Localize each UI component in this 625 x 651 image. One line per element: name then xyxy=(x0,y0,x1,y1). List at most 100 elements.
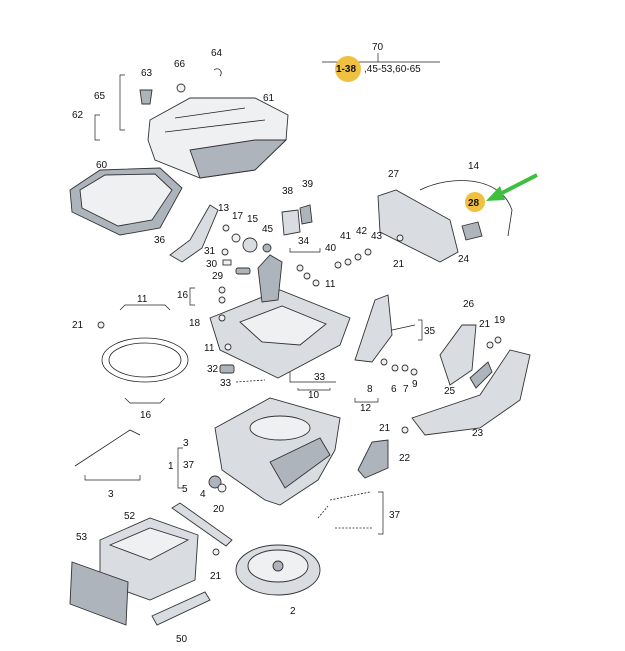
bearing-4 xyxy=(208,475,222,489)
ring-outer xyxy=(101,337,189,383)
label-4: 4 xyxy=(200,489,206,500)
label-43: 43 xyxy=(371,231,383,242)
label-60: 60 xyxy=(96,160,108,171)
screw-11a xyxy=(224,343,232,351)
bracket-22 xyxy=(357,439,389,479)
spring-37b xyxy=(317,505,329,519)
label-33a: 33 xyxy=(220,378,232,389)
label-65: 65 xyxy=(94,91,106,102)
range-highlight-circle xyxy=(335,56,361,82)
spacer-30 xyxy=(222,259,232,266)
main-ref-number: 70 xyxy=(372,42,384,53)
label-16a: 16 xyxy=(177,290,189,301)
bracket-10 xyxy=(297,388,331,391)
screw-31 xyxy=(221,248,229,256)
screw-16b xyxy=(218,296,226,304)
clip-66-shape xyxy=(176,83,186,93)
label-3a: 3 xyxy=(108,489,114,500)
block-32 xyxy=(219,364,235,374)
trim-23 xyxy=(411,349,531,436)
label-64: 64 xyxy=(211,48,223,59)
rod-3-left xyxy=(74,429,141,467)
label-27: 27 xyxy=(388,169,400,180)
label-62: 62 xyxy=(72,110,84,121)
part-8 xyxy=(380,358,388,366)
clip-39 xyxy=(299,204,313,225)
screw-21e xyxy=(212,548,220,556)
bracket-37 xyxy=(378,491,384,535)
spring-37a xyxy=(329,491,371,501)
label-45: 45 xyxy=(262,224,274,235)
label-10: 10 xyxy=(308,390,320,401)
screw-18 xyxy=(218,314,226,322)
bracket-16-bottom xyxy=(124,397,166,404)
label-14: 14 xyxy=(468,161,480,172)
foam-pad-60-top xyxy=(79,173,173,227)
highlight-28-circle xyxy=(465,192,485,212)
label-11c: 11 xyxy=(137,294,148,305)
frame-upright xyxy=(257,254,283,303)
part-9 xyxy=(410,368,418,376)
label-15: 15 xyxy=(247,214,259,225)
nut-34b xyxy=(303,272,311,280)
cover-26 xyxy=(439,324,477,386)
drawer-52-inside xyxy=(108,527,190,561)
base-frame-hole xyxy=(249,415,311,441)
nut-34a xyxy=(296,264,304,272)
label-20: 20 xyxy=(213,504,225,515)
label-18: 18 xyxy=(189,318,201,329)
part-7 xyxy=(401,364,409,372)
nut-45 xyxy=(262,243,272,253)
handle-25 xyxy=(469,361,493,389)
cable-14 xyxy=(419,180,513,237)
lever-36 xyxy=(169,204,219,263)
bracket-34 xyxy=(289,248,321,253)
label-6: 6 xyxy=(391,384,397,395)
seat-cushion-cover xyxy=(147,97,289,179)
label-37a: 37 xyxy=(183,460,195,471)
drawer-front-53 xyxy=(69,561,129,626)
header-reference: 70 1-38 ,45-53,60-65 xyxy=(322,42,440,82)
label-24: 24 xyxy=(458,254,470,265)
screw-19 xyxy=(494,336,502,344)
spring-33 xyxy=(235,379,266,383)
side-panel-27 xyxy=(377,189,459,263)
label-3b: 3 xyxy=(183,438,189,449)
cushion-foam-edge xyxy=(189,139,288,179)
label-29: 29 xyxy=(212,271,224,282)
screw-11b xyxy=(312,279,320,287)
washer-17 xyxy=(231,233,241,243)
label-35: 35 xyxy=(424,326,436,337)
screw-41 xyxy=(344,258,352,266)
seat-frame-cutout xyxy=(239,305,327,346)
label-1: 1 xyxy=(168,461,174,472)
screw-21b xyxy=(396,234,404,242)
bracket-12 xyxy=(354,398,379,403)
ring-assembly-11 xyxy=(101,337,189,383)
label-21a: 21 xyxy=(72,320,84,331)
screw-42 xyxy=(354,253,362,261)
label-36: 36 xyxy=(154,235,166,246)
bracket-3-left xyxy=(84,475,141,481)
rail-50 xyxy=(151,591,211,626)
label-7: 7 xyxy=(403,384,409,395)
label-32: 32 xyxy=(207,364,219,375)
label-11a: 11 xyxy=(204,343,215,354)
label-12: 12 xyxy=(360,403,372,414)
bracket-35 xyxy=(418,319,423,341)
label-30: 30 xyxy=(206,259,218,270)
ring-64-shape xyxy=(213,68,222,77)
label-21b: 21 xyxy=(393,259,405,270)
label-31: 31 xyxy=(204,246,216,257)
label-21e: 21 xyxy=(210,571,222,582)
ring-inner xyxy=(108,342,182,378)
label-21c: 21 xyxy=(479,319,491,330)
label-39: 39 xyxy=(302,179,314,190)
screw-16a xyxy=(218,286,226,294)
bolt-13 xyxy=(222,224,230,232)
label-11b: 11 xyxy=(325,279,336,290)
bracket-16-top xyxy=(189,287,195,306)
screw-40 xyxy=(334,261,342,269)
